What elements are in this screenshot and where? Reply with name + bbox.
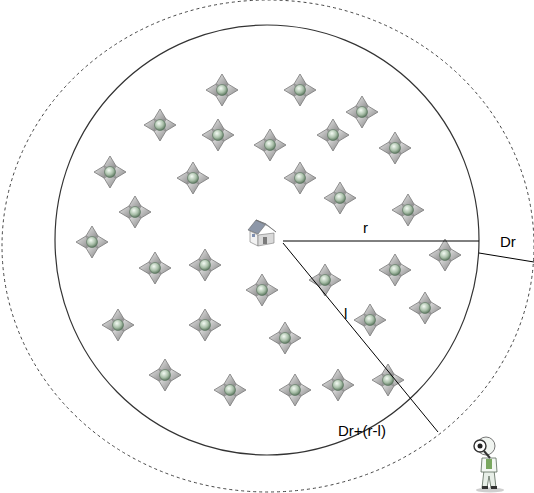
dimension-label: l [344, 306, 347, 323]
dimension-label: r [363, 220, 368, 237]
dimension-label: Dr+(r-l) [338, 423, 386, 440]
dimension-label: Dr [500, 234, 516, 251]
house-icon [248, 220, 276, 246]
inner-circle [55, 25, 479, 455]
person-icon [474, 437, 504, 493]
trees [76, 74, 461, 406]
measure-lines [283, 241, 534, 432]
